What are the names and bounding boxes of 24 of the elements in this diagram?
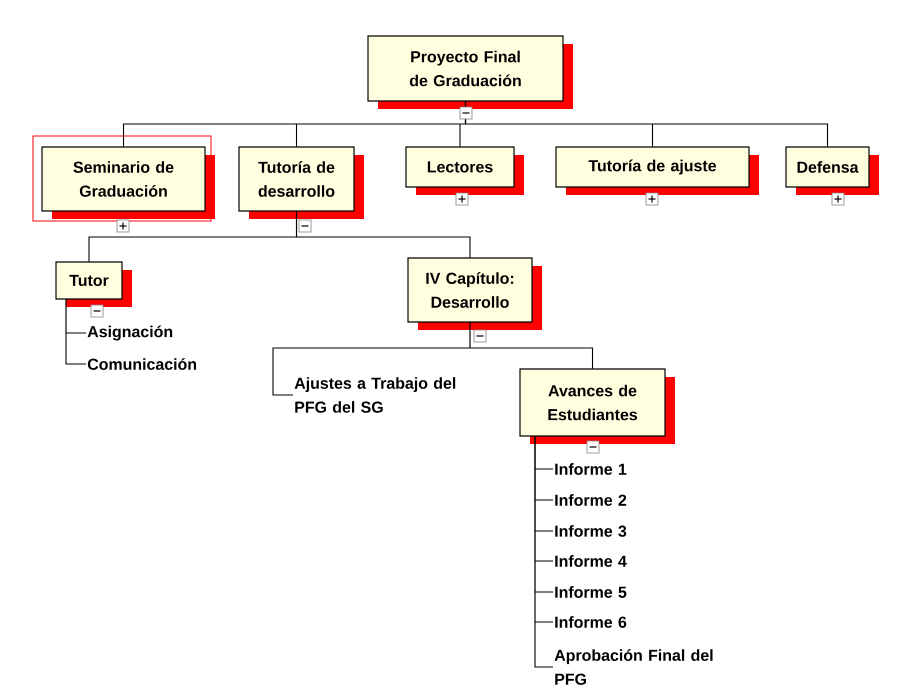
topic-label: Ajustes a Trabajo del PFG del SG	[294, 377, 456, 413]
topic-box: Seminario de Graduación	[41, 146, 215, 219]
topic-box: IV Capítulo: Desarrollo	[407, 257, 542, 330]
topic-box: Defensa	[785, 146, 879, 195]
connector-line	[464, 102, 828, 146]
topic-label: Comunicación	[88, 358, 196, 370]
topic-label: Informe 4	[555, 555, 627, 567]
topic-box: Proyecto Final de Graduación	[367, 35, 573, 109]
topic-label: Aprobación Final del PFG	[554, 649, 712, 685]
topic-box: Avances de Estudiantes	[519, 368, 675, 444]
topic-box: Tutor	[55, 261, 132, 307]
topic-label: Informe 2	[555, 494, 626, 506]
connector-line	[65, 299, 86, 365]
topic-label: Informe 6	[555, 616, 626, 628]
connector-line	[296, 212, 471, 258]
topic-label: Asignación	[88, 325, 172, 341]
connector-line	[534, 436, 553, 668]
topic-box: Lectores	[405, 146, 524, 195]
topic-box: Tutoría de ajuste	[555, 146, 759, 195]
topic-label: Informe 5	[555, 586, 626, 598]
topic-box: Tutoría de desarrollo	[238, 146, 364, 219]
connector-line	[469, 322, 594, 368]
topic-label: Informe 1	[555, 463, 626, 475]
topic-label: Informe 3	[555, 525, 626, 537]
